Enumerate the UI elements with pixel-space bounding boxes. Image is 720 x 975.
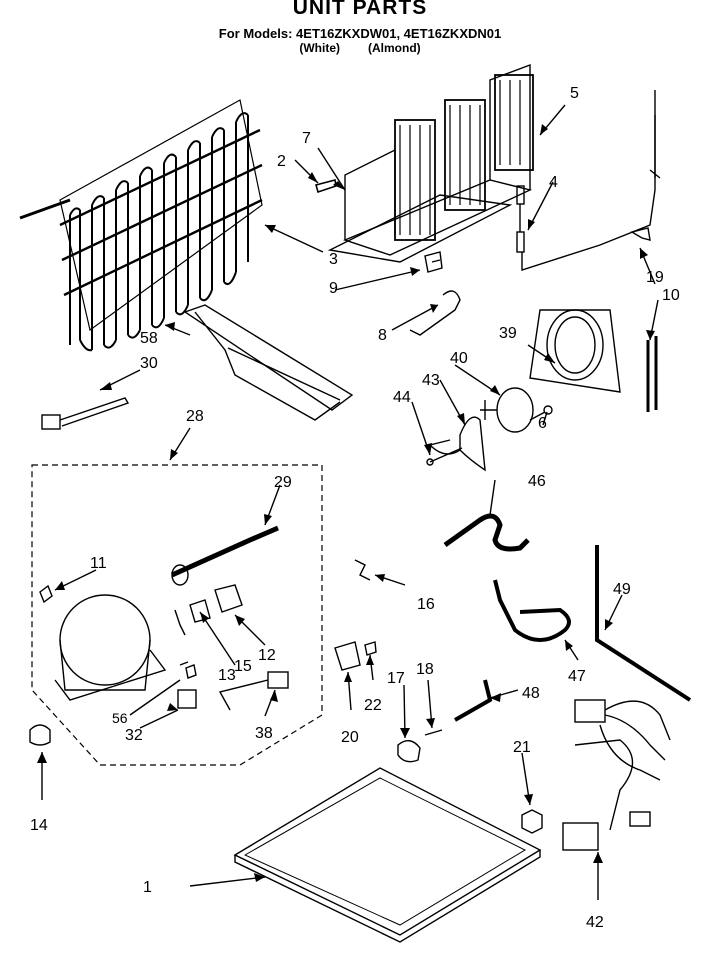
clip-16-drawing xyxy=(354,559,371,581)
callout-10: 10 xyxy=(662,287,680,304)
callout-22: 22 xyxy=(364,697,382,714)
callout-3: 3 xyxy=(329,251,338,268)
callout-12: 12 xyxy=(258,647,276,664)
callout-47: 47 xyxy=(568,668,586,685)
callout-2: 2 xyxy=(277,153,286,170)
callout-48: 48 xyxy=(522,685,540,702)
callout-9: 9 xyxy=(329,280,338,297)
callout-5: 5 xyxy=(570,85,579,102)
fan-shroud-drawing xyxy=(529,309,621,393)
caster-17-drawing xyxy=(397,740,421,763)
leader-arrowheads xyxy=(37,124,655,882)
callout-13: 13 xyxy=(218,667,236,684)
callout-29: 29 xyxy=(274,474,292,491)
model-colors: (White) (Almond) xyxy=(120,41,600,55)
callout-56: 56 xyxy=(112,710,128,726)
callout-11: 11 xyxy=(90,555,107,572)
screw-11-drawing xyxy=(39,584,53,604)
evaporator-coil-drawing xyxy=(19,99,263,352)
color-almond: (Almond) xyxy=(368,41,421,55)
callout-4: 4 xyxy=(549,174,558,191)
bracket-20-drawing xyxy=(334,641,361,671)
nut-21-drawing xyxy=(521,809,543,834)
tube-46-drawing xyxy=(443,513,530,552)
callout-42: 42 xyxy=(586,914,604,931)
sensor-8-drawing xyxy=(409,290,461,336)
callout-39: 39 xyxy=(499,325,517,342)
defrost-thermostat-drawing xyxy=(516,90,661,271)
callout-30: 30 xyxy=(140,355,158,372)
fan-motor-drawing xyxy=(426,387,553,472)
callout-7: 7 xyxy=(302,130,311,147)
grommet-14-drawing xyxy=(29,724,51,746)
tube-47-drawing xyxy=(493,579,571,642)
callout-38: 38 xyxy=(255,725,273,742)
drain-trough-drawing xyxy=(183,304,354,421)
clip-9-drawing xyxy=(424,251,443,273)
color-white: (White) xyxy=(299,41,340,55)
leader-lines xyxy=(41,104,659,900)
callout-43: 43 xyxy=(422,372,440,389)
callout-19: 19 xyxy=(646,269,664,286)
callout-16: 16 xyxy=(417,596,435,613)
callout-46: 46 xyxy=(528,473,546,490)
callout-28: 28 xyxy=(186,408,204,425)
tube-48-drawing xyxy=(454,679,493,722)
callout-8: 8 xyxy=(378,327,387,344)
screw-2-drawing xyxy=(315,179,337,194)
compressor-group-drawing xyxy=(31,464,323,766)
wiring-harness-drawing xyxy=(562,699,671,851)
wire-tie-30-drawing xyxy=(41,397,130,430)
callout-14: 14 xyxy=(30,817,48,834)
callout-numbers: 1 2 3 4 5 6 7 8 9 10 11 12 13 14 15 16 1… xyxy=(30,85,680,931)
diagram-title: UNIT PARTS xyxy=(292,0,428,19)
callout-40: 40 xyxy=(450,350,468,367)
defrost-assembly-drawing xyxy=(327,63,534,263)
callout-21: 21 xyxy=(513,739,531,756)
bolt-56-drawing xyxy=(185,664,197,679)
callout-15: 15 xyxy=(234,658,252,675)
callout-20: 20 xyxy=(341,729,359,746)
callout-49: 49 xyxy=(613,581,631,598)
model-numbers: For Models: 4ET16ZKXDW01, 4ET16ZKXDN01 xyxy=(218,26,502,41)
callout-6: 6 xyxy=(538,415,547,432)
screw-22-drawing xyxy=(364,641,377,656)
callout-32: 32 xyxy=(125,727,143,744)
tube-49-drawing xyxy=(595,545,692,702)
callout-17: 17 xyxy=(387,670,405,687)
callout-44: 44 xyxy=(393,389,411,406)
clip-19-drawing xyxy=(630,227,651,241)
callout-58: 58 xyxy=(140,330,158,347)
callout-18: 18 xyxy=(416,661,434,678)
base-pan-drawing xyxy=(233,767,542,943)
bolt-18-drawing xyxy=(424,729,443,736)
callout-1: 1 xyxy=(143,879,152,896)
strip-10-drawing xyxy=(646,336,658,412)
